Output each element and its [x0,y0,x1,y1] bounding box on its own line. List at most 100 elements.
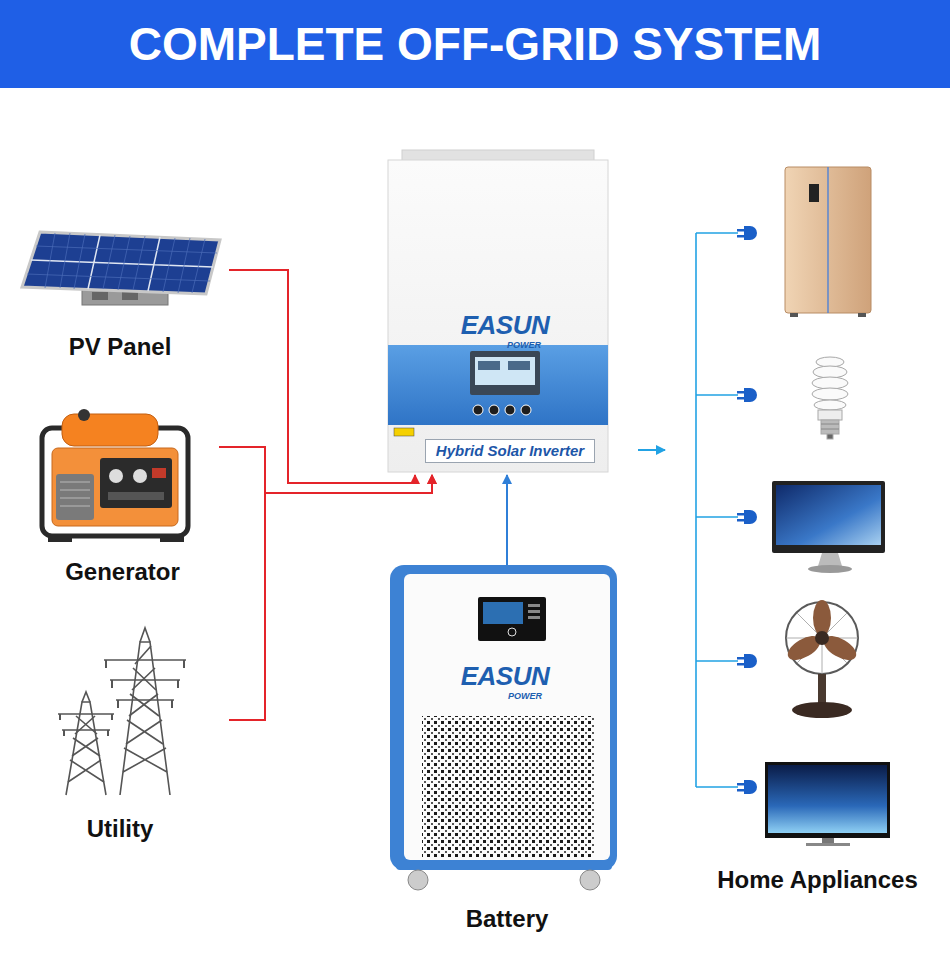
battery-picture [390,565,617,890]
node-label: Utility [21,815,219,843]
plug-symbol [737,519,744,522]
fridge-picture [785,167,871,317]
monitor-picture [772,481,885,553]
inverter-picture [489,405,499,415]
battery-picture [422,716,594,858]
brand-logo-text: EASUN [365,310,645,340]
plug-symbol [737,513,744,516]
pv-panel-picture [31,235,213,291]
power-connector [506,475,508,565]
inverter-node: EASUNPOWERHybrid Solar Inverter [358,160,638,475]
battery-picture [528,610,540,613]
inverter-picture [505,405,515,415]
plug-symbol [737,229,744,232]
tv-picture [768,765,887,833]
generator-picture [100,458,172,508]
power-connector [229,475,432,720]
battery-picture [408,870,428,890]
generator-picture [60,482,90,506]
plug-symbol [737,397,744,400]
inverter-picture [394,428,414,436]
battery-picture [404,574,610,860]
node-label: Generator [26,558,219,586]
monitor-picture [818,553,842,566]
plug-symbol [737,783,744,786]
node-label: PV Panel [11,333,229,361]
appliance-bus [695,233,697,787]
generator-picture [152,468,166,478]
brand-logo-text: POWER [384,340,664,350]
monitor-picture [772,481,885,573]
plug-symbol [737,226,757,794]
node-label: Battery [368,905,646,933]
plug-symbol [737,235,744,238]
utility-node: Utility [31,625,229,850]
plug-symbol [744,388,757,402]
power-connector [229,270,415,483]
plug-symbol [744,510,757,524]
bulb-picture [821,424,839,429]
pv-panel-picture [122,292,138,300]
battery-picture [396,860,612,870]
generator-picture [109,469,123,483]
utility-tower-picture [120,642,170,795]
pv-panel-picture [27,233,217,293]
tv-picture [822,838,834,843]
utility-tower-picture [68,716,104,782]
title-band: COMPLETE OFF-GRID SYSTEM [0,0,950,88]
plug-symbol [737,663,744,666]
inverter-picture [521,405,531,415]
battery-node: EASUNPOWERBattery [366,565,644,935]
inverter-picture [470,351,540,395]
fan-picture [792,702,852,718]
battery-picture [478,597,546,641]
model-label: Hybrid Solar Inverter [425,439,595,463]
bulb-picture [818,410,842,420]
brand-logo-text: POWER [386,691,664,701]
fridge-picture [790,313,798,317]
brand-logo-text: EASUN [366,661,644,691]
inverter-picture [473,405,483,415]
inverter-picture [388,345,608,425]
appliance-bus [696,233,738,787]
generator-picture [52,448,178,526]
bulb-picture [814,400,846,410]
fridge-picture [809,184,819,202]
fridge-picture [785,167,871,313]
bulb-picture [813,366,847,378]
bulb-picture [812,388,848,400]
fan-picture [818,674,826,706]
pv-panel-picture [92,292,108,300]
utility-tower-picture [123,646,167,772]
bulb-picture [812,377,848,389]
node-label: Home Appliances [677,866,950,894]
appliances-node: Home Appliances [665,160,946,900]
generator-picture [56,474,94,520]
tv-picture [806,843,850,846]
battery-picture [528,616,540,619]
plug-symbol [737,789,744,792]
utility-tower-picture [140,628,150,642]
bulb-picture [812,357,848,439]
utility-tower-picture [58,628,186,795]
battery-picture [580,870,600,890]
monitor-picture [808,565,852,573]
fridge-picture [827,167,829,313]
tv-picture [765,762,890,838]
utility-tower-picture [66,702,106,795]
bulb-picture [821,420,839,434]
inverter-picture [508,361,530,370]
appliance-bus [696,233,738,787]
monitor-picture [776,485,881,545]
power-connector [219,447,432,493]
generator-picture [42,409,188,542]
utility-tower-picture [82,692,90,702]
generator-picture [160,534,184,542]
generator-picture [78,409,90,421]
tv-picture [765,762,890,846]
plug-symbol [744,780,757,794]
plug-symbol [744,654,757,668]
battery-picture [528,604,540,607]
inverter-picture [475,357,535,385]
